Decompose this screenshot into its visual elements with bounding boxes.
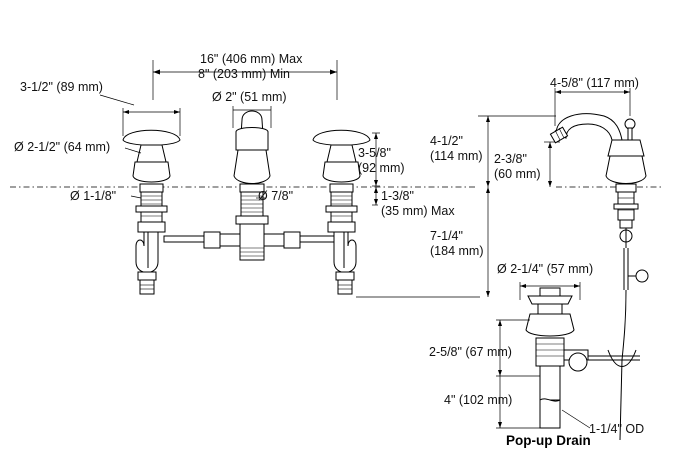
label-shank-center: Ø 7/8" [258, 189, 293, 203]
right-handle-assembly [312, 129, 371, 295]
popup-drain [496, 282, 640, 429]
label-shank-left: Ø 1-1/8" [70, 189, 116, 203]
label-aerator-height-mm: (60 mm) [494, 167, 541, 181]
label-spread-min: 8" (203 mm) Min [198, 67, 290, 81]
label-aerator-height-in: 2-3/8" [494, 152, 527, 166]
label-drain-body: 2-5/8" (67 mm) [429, 345, 512, 359]
label-below-deck-mm: (184 mm) [430, 244, 483, 258]
label-handle-height-mm: (92 mm) [358, 161, 405, 175]
height-dimensions [478, 88, 631, 297]
side-view-spout [549, 113, 649, 441]
left-handle-assembly [122, 129, 181, 295]
label-deck-thickness-mm: (35 mm) Max [381, 204, 455, 218]
label-tailpiece-od: 1-1/4" OD [589, 422, 644, 436]
label-spout-diameter: Ø 2" (51 mm) [212, 90, 287, 104]
label-spout-height-in: 4-1/2" [430, 134, 463, 148]
label-drain-flange: Ø 2-1/4" (57 mm) [497, 262, 593, 276]
label-handle-height-in: 3-5/8" [358, 146, 391, 160]
label-spout-reach: 4-5/8" (117 mm) [550, 76, 639, 90]
label-tailpiece-length: 4" (102 mm) [444, 393, 512, 407]
label-below-deck-in: 7-1/4" [430, 229, 463, 243]
label-spout-height-mm: (114 mm) [430, 149, 483, 163]
center-leaders [232, 106, 480, 298]
label-handle-width: 3-1/2" (89 mm) [20, 80, 103, 94]
center-spout-assembly [233, 110, 271, 261]
left-leaders [99, 94, 181, 199]
label-deck-thickness-in: 1-3/8" [381, 189, 414, 203]
label-popup-drain: Pop-up Drain [506, 433, 591, 448]
cross-connector [163, 231, 335, 249]
label-spread-max: 16" (406 mm) Max [200, 52, 303, 66]
spread-dimension [152, 60, 338, 100]
label-handle-diameter: Ø 2-1/2" (64 mm) [14, 140, 110, 154]
dimension-labels: 16" (406 mm) Max 8" (203 mm) Min 3-1/2" … [14, 52, 644, 448]
